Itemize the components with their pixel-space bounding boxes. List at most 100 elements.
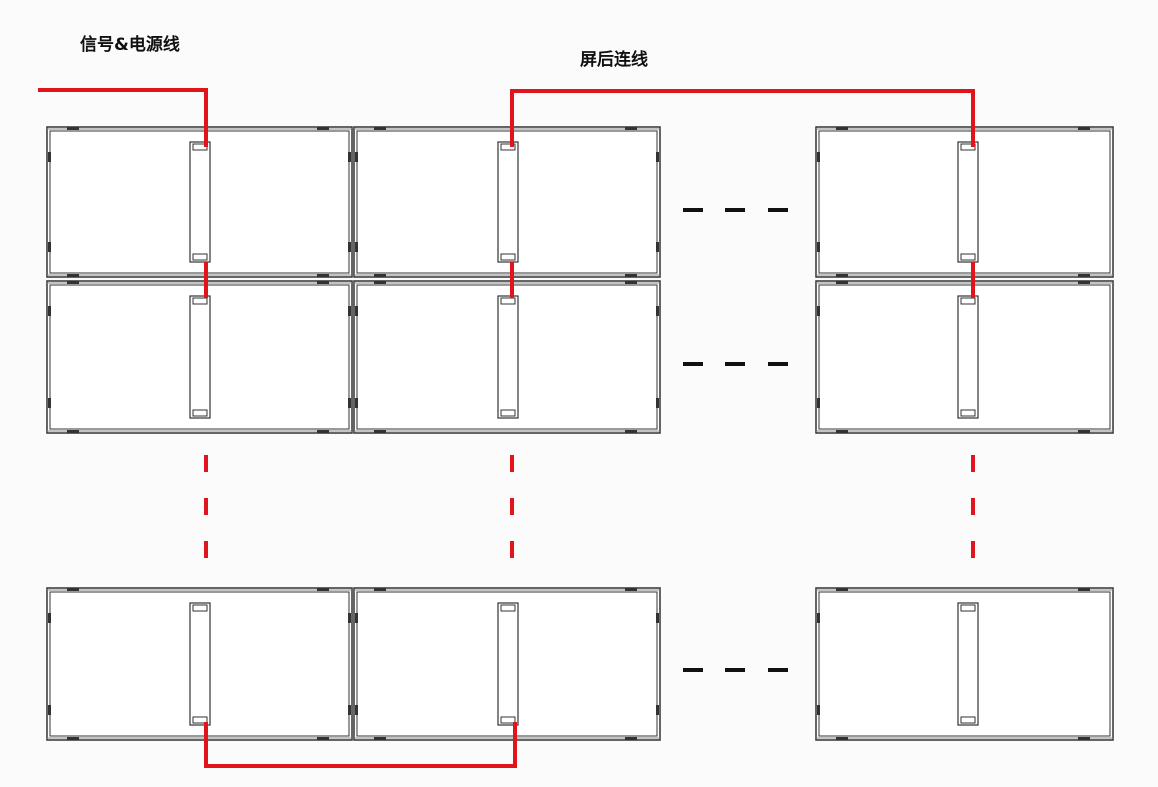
connector-box <box>189 602 211 726</box>
rear-link-cable-bottom <box>204 722 517 768</box>
cabinet <box>46 126 353 278</box>
port-top <box>500 297 516 305</box>
cabinet-inner <box>49 591 350 737</box>
connector-box <box>189 295 211 419</box>
latch-mark <box>1078 430 1090 433</box>
side-latch <box>48 613 51 623</box>
port-top <box>192 604 208 612</box>
connector-box <box>957 141 979 263</box>
latch-mark <box>625 274 637 277</box>
port-top <box>960 297 976 305</box>
latch-mark <box>1078 274 1090 277</box>
cabinet-inner <box>49 284 350 430</box>
side-latch <box>348 152 351 162</box>
latch-mark <box>625 127 637 130</box>
cabinet <box>815 587 1114 741</box>
side-latch <box>355 398 358 408</box>
latch-mark <box>374 588 386 591</box>
latch-mark <box>1078 127 1090 130</box>
side-latch <box>355 705 358 715</box>
latch-mark <box>836 281 848 284</box>
cabinet-inner <box>356 130 658 274</box>
cabinet <box>353 587 661 741</box>
cabinet-inner <box>818 591 1111 737</box>
latch-mark <box>317 588 329 591</box>
latch-mark <box>317 127 329 130</box>
latch-mark <box>67 127 79 130</box>
port-bottom <box>500 253 516 261</box>
cabinet <box>353 280 661 434</box>
side-latch <box>355 152 358 162</box>
latch-mark <box>317 737 329 740</box>
rear-connection-label: 屏后连线 <box>580 50 648 70</box>
latch-mark <box>1078 588 1090 591</box>
side-latch <box>348 705 351 715</box>
port-bottom <box>960 716 976 724</box>
latch-mark <box>374 274 386 277</box>
latch-mark <box>317 430 329 433</box>
connector-box <box>957 295 979 419</box>
side-latch <box>348 398 351 408</box>
cabinet-inner <box>356 284 658 430</box>
side-latch <box>656 242 659 252</box>
latch-mark <box>625 737 637 740</box>
cabinet <box>46 280 353 434</box>
side-latch <box>656 705 659 715</box>
connector-box <box>497 295 519 419</box>
side-latch <box>817 306 820 316</box>
signal-power-cable-label: 信号&电源线 <box>80 35 180 55</box>
side-latch <box>817 152 820 162</box>
latch-mark <box>67 281 79 284</box>
side-latch <box>656 152 659 162</box>
connector-box <box>497 141 519 263</box>
latch-mark <box>625 281 637 284</box>
rear-link-cable-top <box>510 89 975 147</box>
connector-box <box>497 602 519 726</box>
port-top <box>500 604 516 612</box>
latch-mark <box>625 588 637 591</box>
side-latch <box>48 705 51 715</box>
port-bottom <box>192 716 208 724</box>
side-latch <box>817 705 820 715</box>
side-latch <box>48 306 51 316</box>
side-latch <box>817 242 820 252</box>
connector-box <box>957 602 979 726</box>
side-latch <box>817 398 820 408</box>
cabinet <box>815 126 1114 278</box>
side-latch <box>48 242 51 252</box>
side-latch <box>355 306 358 316</box>
side-latch <box>656 306 659 316</box>
port-bottom <box>960 409 976 417</box>
signal-power-input-cable <box>38 88 208 147</box>
port-bottom <box>500 409 516 417</box>
latch-mark <box>836 127 848 130</box>
latch-mark <box>374 737 386 740</box>
port-bottom <box>960 253 976 261</box>
port-top <box>960 604 976 612</box>
side-latch <box>355 613 358 623</box>
side-latch <box>817 613 820 623</box>
cabinet-inner <box>356 591 658 737</box>
latch-mark <box>374 281 386 284</box>
port-bottom <box>500 716 516 724</box>
latch-mark <box>836 274 848 277</box>
latch-mark <box>1078 737 1090 740</box>
cabinet <box>46 587 353 741</box>
port-bottom <box>192 409 208 417</box>
latch-mark <box>67 588 79 591</box>
connector-box <box>189 141 211 263</box>
side-latch <box>348 613 351 623</box>
latch-mark <box>317 274 329 277</box>
side-latch <box>656 398 659 408</box>
cabinet-inner <box>818 130 1111 274</box>
side-latch <box>348 242 351 252</box>
latch-mark <box>317 281 329 284</box>
side-latch <box>48 152 51 162</box>
latch-mark <box>836 737 848 740</box>
port-bottom <box>192 253 208 261</box>
side-latch <box>355 242 358 252</box>
latch-mark <box>374 430 386 433</box>
cabinet <box>353 126 661 278</box>
latch-mark <box>67 737 79 740</box>
